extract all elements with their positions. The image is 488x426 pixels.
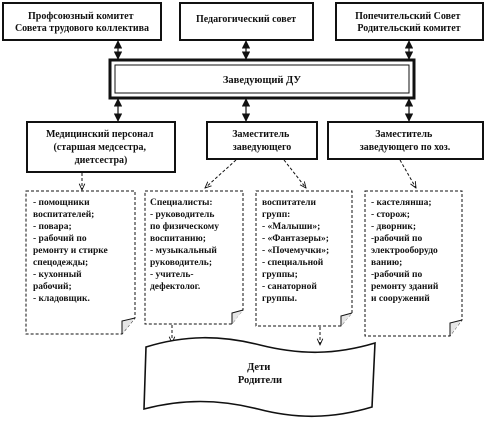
note-educators: воспитатели групп: - «Малыши»; - «Фантаз… (255, 190, 353, 327)
note-household-text: - кастелянша; - сторож; - дворник; -рабо… (371, 198, 441, 304)
box-trade-union: Профсоюзный комитет Совета трудового кол… (2, 2, 162, 41)
box-deputy-head-text: Заместитель заведующего (232, 129, 292, 153)
box-trade-union-text: Профсоюзный комитет Совета трудового кол… (15, 11, 149, 34)
box-pedagogical-council-text: Педагогический совет (196, 14, 296, 25)
banner-children-parents: Дети Родители (143, 336, 376, 418)
note-specialists: Специалисты: - руководитель по физическо… (144, 190, 244, 325)
note-specialists-text: Специалисты: - руководитель по физическо… (150, 198, 221, 292)
link-household-note (399, 159, 416, 188)
banner-children-parents-text: Дети Родители (238, 362, 282, 386)
box-medical-staff: Медицинский персонал (старшая медсестра,… (26, 121, 176, 173)
box-board-of-trustees: Попечительский Совет Родительский комите… (335, 2, 484, 41)
note-household: - кастелянша; - сторож; - дворник; -рабо… (364, 190, 463, 337)
box-deputy-household-text: Заместитель заведующего по хоз. (360, 129, 451, 153)
box-deputy-household: Заместитель заведующего по хоз. (327, 121, 484, 160)
box-head-text: Заведующий ДУ (223, 75, 302, 86)
box-pedagogical-council: Педагогический совет (179, 2, 314, 41)
link-deputy-specialists (205, 159, 237, 188)
box-medical-staff-text: Медицинский персонал (старшая медсестра,… (46, 129, 156, 166)
box-board-of-trustees-text: Попечительский Совет Родительский комите… (355, 11, 463, 34)
box-head: Заведующий ДУ (108, 58, 416, 100)
note-medical-staff-text: - помощники воспитателей; - повара; - ра… (33, 198, 110, 304)
note-educators-text: воспитатели групп: - «Малыши»; - «Фантаз… (262, 198, 332, 304)
box-deputy-head: Заместитель заведующего (206, 121, 318, 160)
note-medical-staff: - помощники воспитателей; - повара; - ра… (25, 190, 136, 335)
link-deputy-educators (283, 159, 306, 188)
